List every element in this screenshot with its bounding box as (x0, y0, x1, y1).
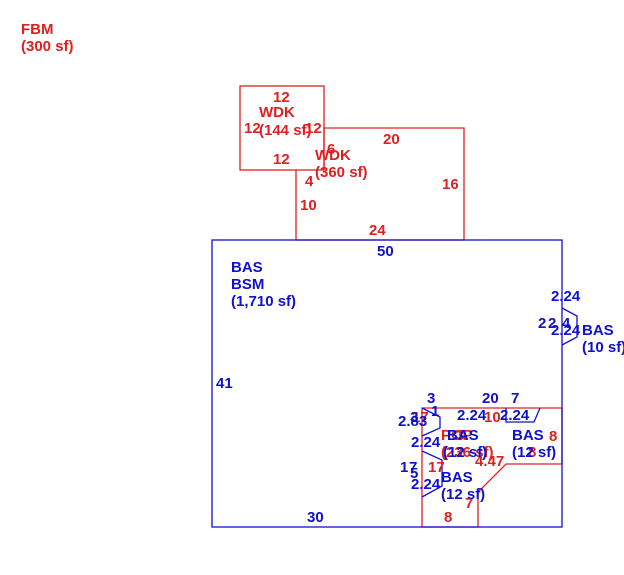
main-area: (1,710 sf) (231, 293, 296, 310)
wdk-large-outline (295, 127, 465, 241)
wdk-large-area: (360 sf) (315, 164, 368, 181)
wdk-small-area: (144 sf) (259, 122, 312, 139)
bay-right-label: BAS (582, 322, 614, 339)
bay-upper-area: (12 sf) (512, 444, 556, 461)
bay-right-dim-d: 4 (562, 315, 571, 332)
bay-upper-dim-f: 2.83 (398, 413, 427, 430)
wdk-large-dim-left-lower: 10 (300, 197, 317, 214)
bay-lower-dim-c: 1 (400, 459, 408, 476)
bay-lower-label: BAS (441, 469, 473, 486)
porch-dim-a: 3 (410, 409, 418, 426)
inner-step-outline (505, 407, 541, 423)
wdk-small-label: WDK (259, 104, 295, 121)
bay-upper-outline (421, 407, 441, 437)
porch-dim-f: 7 (465, 495, 473, 512)
overlay-a: BAS (447, 427, 479, 444)
wdk-large-dim-bottom: 24 (369, 222, 386, 239)
bay-right-outline (561, 307, 578, 346)
porch-dim-h: 4.47 (475, 453, 504, 470)
porch-label: POP (441, 427, 473, 444)
bay-upper-dim-g: 2.24 (411, 434, 441, 451)
main-dim-left: 41 (216, 375, 233, 392)
bay-lower-dim-d: 7 (409, 459, 417, 476)
porch-dim-g: 17 (412, 409, 429, 426)
main-dim-top: 50 (377, 243, 394, 260)
porch-area: (236 sf) (441, 444, 494, 461)
wdk-small-dim-right: 12 (305, 120, 322, 137)
main-label-2: BSM (231, 276, 264, 293)
wdk-large-dim-right: 16 (442, 176, 459, 193)
bay-right-dim-b: 2.24 (551, 322, 581, 339)
bay-lower-dim-a: 2.24 (411, 476, 441, 493)
porch-dim-k: 3 (456, 427, 464, 444)
porch-dim-i: 8 (444, 509, 452, 526)
wdk-large-dim-left-mid: 4 (305, 173, 314, 190)
wdk-small-dim-top: 12 (273, 89, 290, 106)
bay-right-area: (10 sf) (582, 339, 624, 356)
bay-upper-dim-e: 1 (431, 403, 439, 420)
bay-upper-label: BAS (512, 427, 544, 444)
bay-right-dim-a: 2.24 (551, 288, 581, 305)
bay-upper-dim-d: 3 (427, 390, 435, 407)
bay-lower-dim-e: 5 (410, 465, 418, 482)
fbm-area: (300 sf) (21, 38, 74, 55)
wdk-small-dim-bottom: 12 (273, 151, 290, 168)
bay-right-dim-c: 2 (538, 315, 546, 332)
porch-dim-l: 17 (428, 459, 445, 476)
bay-right-dim-e: 2 (548, 315, 556, 332)
fbm-label: FBM (21, 21, 54, 38)
bay-lower-outline (421, 450, 443, 498)
porch-dim-d: 8 (549, 428, 557, 445)
main-area-outline (211, 239, 563, 528)
porch-dim-m: 10 (484, 409, 501, 426)
wdk-large-label: WDK (315, 147, 351, 164)
main-dim-bottom: 30 (307, 509, 324, 526)
porch-dim-b: 20 (482, 390, 499, 407)
bay-upper-dim-b: 2.24 (500, 407, 530, 424)
wdk-large-dim-top: 20 (383, 131, 400, 148)
main-label: BAS (231, 259, 263, 276)
wdk-small-dim-left: 12 (244, 120, 261, 137)
wdk-large-dim-left-upper: 6 (327, 141, 335, 158)
porch-dim-e: 8 (528, 444, 536, 461)
porch-dim-c: 7 (511, 390, 519, 407)
bay-lower-area: (12 sf) (441, 486, 485, 503)
bay-upper-dim-a: 2.24 (457, 407, 487, 424)
overlay-b: (12 sf) (443, 444, 487, 461)
